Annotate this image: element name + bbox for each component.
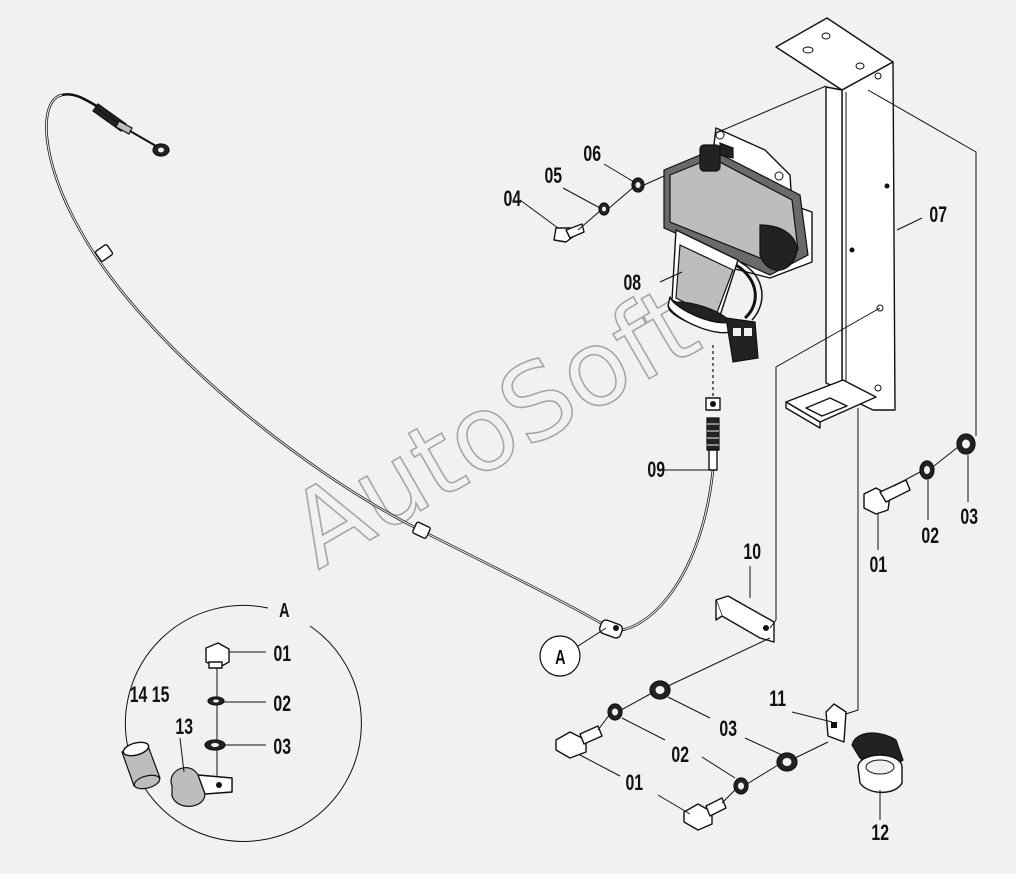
hose-clamp-12	[851, 732, 904, 794]
label-07: 07	[929, 204, 947, 228]
washer-03-bottom-b	[776, 752, 798, 772]
detail-label-03: 03	[273, 736, 291, 760]
lock-washer-05	[598, 202, 610, 216]
detail-label-14-15: 14 15	[130, 684, 170, 708]
part-labels: 04 05 06 08 07 09 10 11 12 01 02 03 03 0…	[130, 143, 978, 846]
callout-letter: A	[555, 646, 566, 669]
detail-bolt	[205, 642, 266, 669]
bolt-01-bottom-a	[555, 725, 603, 759]
detail-view-a	[121, 604, 362, 842]
detail-title: A	[279, 599, 290, 622]
lock-washer-02-bottom-b	[733, 777, 749, 795]
cable-clip	[412, 521, 431, 539]
washer-03-bottom-a	[649, 680, 671, 700]
label-02-bottom: 02	[671, 744, 689, 768]
cable-clamp-a	[598, 619, 624, 639]
label-01-bottom: 01	[625, 772, 643, 796]
clip-11	[825, 703, 847, 743]
detail-sleeve	[121, 741, 161, 790]
washer-03-right	[956, 433, 976, 455]
bolt-04	[553, 223, 585, 243]
detail-label-13: 13	[175, 716, 193, 740]
lock-washer-02-right	[919, 460, 935, 480]
lock-washer-02-bottom-a	[607, 703, 623, 721]
clip-10	[715, 595, 775, 643]
cable-end-top	[92, 103, 170, 157]
detail-clamp	[170, 737, 233, 807]
label-06: 06	[583, 143, 601, 167]
label-11: 11	[769, 688, 786, 712]
leader-lines	[519, 85, 977, 820]
mounting-bracket	[775, 17, 896, 429]
bolt-01-right	[863, 479, 911, 515]
label-10: 10	[743, 541, 761, 565]
label-03-bottom: 03	[719, 718, 737, 742]
control-cable	[45, 93, 721, 639]
detail-label-02: 02	[273, 693, 291, 717]
actuator-motor	[663, 127, 813, 363]
detail-washer	[204, 739, 266, 751]
label-04: 04	[503, 188, 521, 212]
label-09: 09	[647, 459, 665, 483]
cable-clip	[94, 244, 114, 262]
label-08: 08	[623, 272, 641, 296]
label-01-right: 01	[869, 554, 887, 578]
detail-label-01: 01	[273, 643, 291, 667]
label-03-right: 03	[960, 506, 978, 530]
label-05: 05	[544, 165, 562, 189]
detail-lock-washer	[207, 696, 266, 706]
watermark: AutoSoft	[270, 263, 718, 592]
cable-end-bottom	[705, 345, 721, 471]
callout-a-circle	[539, 635, 581, 677]
bolt-01-bottom-b	[683, 797, 727, 831]
label-12: 12	[871, 822, 889, 846]
label-02-right: 02	[921, 525, 939, 549]
washer-06	[631, 177, 645, 193]
